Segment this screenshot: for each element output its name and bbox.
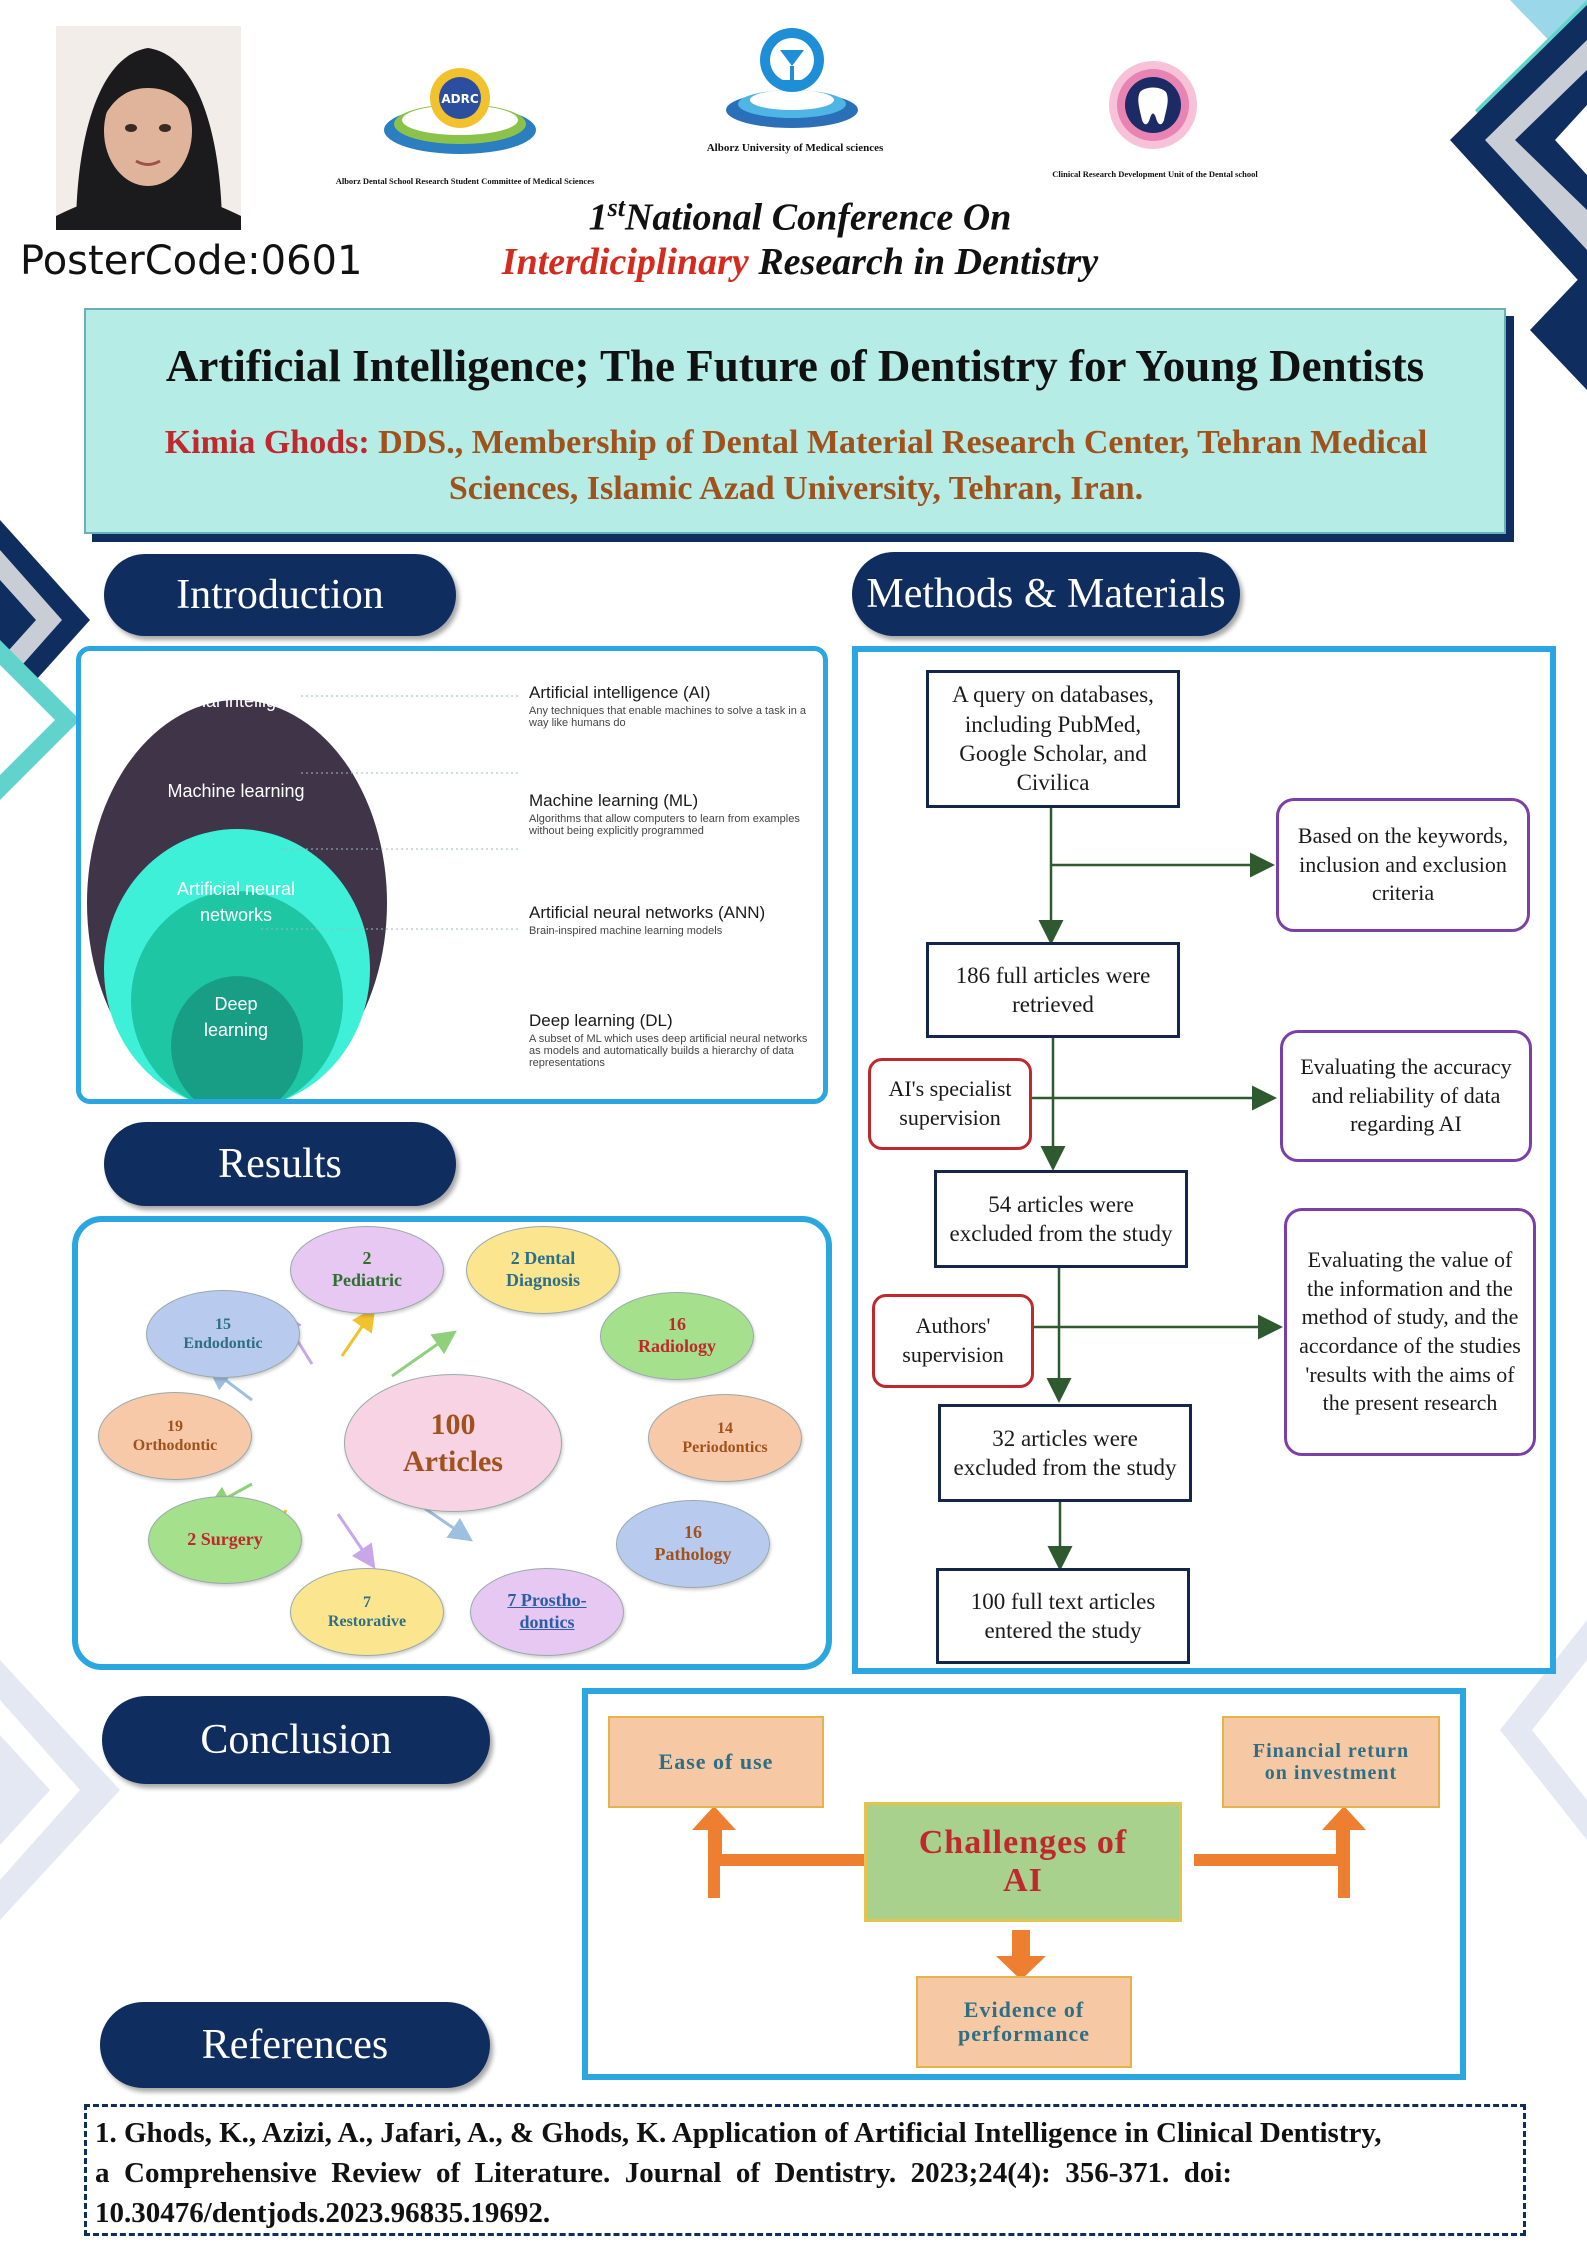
author-photo <box>56 26 241 230</box>
def-dl: Deep learning (DL) A subset of ML which … <box>529 1011 808 1069</box>
decorative-corner-top-right <box>1450 0 1587 390</box>
tooth-icon <box>1138 87 1168 125</box>
authors-supervision-box: Authors' supervision <box>872 1294 1034 1388</box>
criteria-box: Based on the keywords, inclusion and exc… <box>1276 798 1530 932</box>
conclusion-arrows <box>692 1806 1366 1980</box>
adrc-logo-text: ADRC <box>441 92 478 106</box>
alborz-university-logo <box>726 28 858 128</box>
introduction-panel: Artificial intelligence Machine learning… <box>76 646 828 1104</box>
flow-box-32: 32 articles were excluded from the study <box>938 1404 1192 1502</box>
accuracy-box: Evaluating the accuracy and reliability … <box>1280 1030 1532 1162</box>
logo2-caption: Alborz University of Medical sciences <box>706 142 884 154</box>
flow-box-query: A query on databases, including PubMed, … <box>926 670 1180 808</box>
dental-school-logo <box>1109 61 1197 149</box>
decorative-corner-bottom-left <box>0 1660 120 1920</box>
conference-title: 1stNational Conference On Interdiciplina… <box>420 186 1180 284</box>
reference-line-2: a Comprehensive Review of Literature. Jo… <box>95 2157 1233 2189</box>
specialist-supervision-box: AI's specialist supervision <box>868 1058 1032 1150</box>
flow-box-100: 100 full text articles entered the study <box>936 1568 1190 1664</box>
venn-leader-lines <box>261 695 521 930</box>
methods-header: Methods & Materials <box>852 552 1240 636</box>
results-header: Results <box>104 1122 456 1206</box>
venn-label-ai: Artificial intelligence <box>156 691 316 711</box>
def-ann: Artificial neural networks (ANN) Brain-i… <box>529 903 766 937</box>
ease-of-use-box: Ease of use <box>608 1716 824 1808</box>
value-box: Evaluating the value of the information … <box>1284 1208 1536 1456</box>
author-affiliation: Kimia Ghods: DDS., Membership of Dental … <box>164 424 1428 507</box>
conference-line-1: 1stNational Conference On <box>588 193 1012 239</box>
references-box: 1. Ghods, K., Azizi, A., Jafari, A., & G… <box>84 2104 1526 2236</box>
reference-line-3: 10.30476/dentjods.2023.96835.19692. <box>95 2197 551 2229</box>
poster-code: PosterCode:0601 <box>20 238 363 284</box>
logo3-caption: Clinical Research Development Unit of th… <box>1052 169 1258 179</box>
decorative-corner-left <box>0 520 90 800</box>
logo1-caption: Alborz Dental School Research Student Co… <box>335 176 595 186</box>
ai-venn-diagram <box>87 700 387 1099</box>
venn-label-ml: Machine learning <box>167 781 305 801</box>
reference-line-1: 1. Ghods, K., Azizi, A., Jafari, A., & G… <box>95 2117 1382 2149</box>
flow-box-186: 186 full articles were retrieved <box>926 942 1180 1038</box>
flow-box-54: 54 articles were excluded from the study <box>934 1170 1188 1268</box>
title-box: Artificial Intelligence; The Future of D… <box>84 308 1506 534</box>
adrc-logo: ADRC <box>384 68 536 154</box>
result-surgery: 2 Surgery <box>148 1496 302 1584</box>
flowchart-arrows <box>1032 808 1283 1571</box>
poster-title: Artificial Intelligence; The Future of D… <box>165 341 1425 391</box>
def-ai: Artificial intelligence (AI) Any techniq… <box>529 683 807 729</box>
references-header: References <box>100 2002 490 2088</box>
decorative-corner-bottom-right <box>1500 1620 1587 1840</box>
conclusion-header: Conclusion <box>102 1696 490 1784</box>
result-prosthodontics: 7 Prostho-dontics <box>470 1568 624 1656</box>
author-name: Kimia Ghods: <box>164 424 370 461</box>
introduction-header: Introduction <box>104 554 456 636</box>
def-ml: Machine learning (ML) Algorithms that al… <box>529 791 800 837</box>
conference-line-2: Interdiciplinary Research in Dentistry <box>501 240 1099 283</box>
